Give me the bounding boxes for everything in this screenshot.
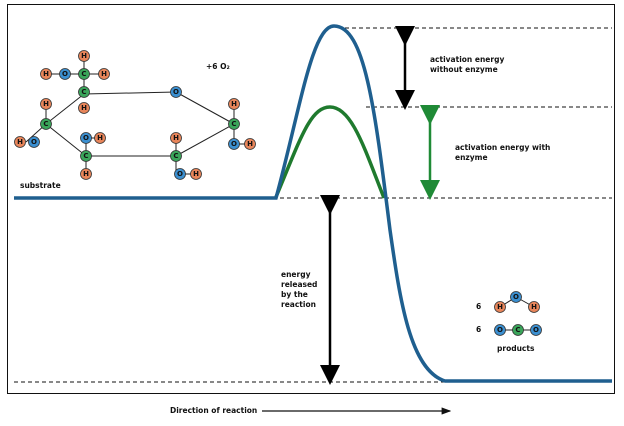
svg-text:H: H xyxy=(17,138,23,146)
svg-text:H: H xyxy=(43,100,49,108)
svg-text:O: O xyxy=(173,88,179,96)
co2-coefficient: 6 xyxy=(476,325,482,334)
svg-text:C: C xyxy=(231,120,236,128)
oxygen-term-label: +6 O₂ xyxy=(206,62,230,71)
direction-label: Direction of reaction xyxy=(170,406,258,415)
svg-text:H: H xyxy=(231,100,237,108)
svg-text:H: H xyxy=(193,170,199,178)
uncatalyzed-curve xyxy=(14,24,612,383)
atom-c xyxy=(170,150,182,162)
svg-text:H: H xyxy=(173,134,179,142)
atom-h xyxy=(244,138,256,150)
atom-o xyxy=(80,132,92,144)
svg-text:C: C xyxy=(173,152,178,160)
atom-c xyxy=(78,68,90,80)
atom-h xyxy=(494,301,506,313)
svg-text:H: H xyxy=(101,70,107,78)
atom-h xyxy=(40,68,52,80)
atom-h xyxy=(190,168,202,180)
svg-text:C: C xyxy=(81,88,86,96)
svg-text:O: O xyxy=(62,70,68,78)
atom-c xyxy=(512,324,524,336)
svg-text:O: O xyxy=(231,140,237,148)
atom-h xyxy=(228,98,240,110)
activation-with-label: activation energy with enzyme xyxy=(455,143,551,162)
atom-o xyxy=(228,138,240,150)
atom-o xyxy=(494,324,506,336)
atom-h xyxy=(98,68,110,80)
svg-text:O: O xyxy=(177,170,183,178)
substrate-label: substrate xyxy=(20,181,61,190)
energy-released-label: energy released by the reaction xyxy=(281,270,318,309)
svg-text:C: C xyxy=(515,326,520,334)
svg-text:O: O xyxy=(31,138,37,146)
svg-text:O: O xyxy=(497,326,503,334)
substrate-atoms: H O H C H C H O H C O H O H C H H C xyxy=(14,50,256,180)
atom-c xyxy=(80,150,92,162)
svg-text:H: H xyxy=(97,134,103,142)
atom-o xyxy=(59,68,71,80)
atom-o xyxy=(530,324,542,336)
atom-o xyxy=(28,136,40,148)
activation-without-label: activation energy without enzyme xyxy=(430,55,505,74)
diagram-frame xyxy=(7,4,615,394)
atom-c xyxy=(228,118,240,130)
atom-h xyxy=(80,168,92,180)
atom-h xyxy=(170,132,182,144)
atom-c xyxy=(40,118,52,130)
atom-h xyxy=(40,98,52,110)
svg-text:O: O xyxy=(83,134,89,142)
catalyzed-curve xyxy=(274,105,386,199)
atom-o xyxy=(510,291,522,303)
svg-text:O: O xyxy=(533,326,539,334)
atom-h xyxy=(14,136,26,148)
svg-text:C: C xyxy=(81,70,86,78)
svg-text:H: H xyxy=(531,303,537,311)
svg-text:H: H xyxy=(43,70,49,78)
atom-o xyxy=(170,86,182,98)
atom-h xyxy=(528,301,540,313)
water-coefficient: 6 xyxy=(476,302,482,311)
svg-text:H: H xyxy=(81,104,87,112)
atom-h xyxy=(94,132,106,144)
products-label: products xyxy=(497,344,535,353)
svg-text:H: H xyxy=(247,140,253,148)
atom-c xyxy=(78,86,90,98)
svg-text:H: H xyxy=(83,170,89,178)
atom-o xyxy=(174,168,186,180)
svg-text:H: H xyxy=(81,52,87,60)
svg-text:H: H xyxy=(497,303,503,311)
svg-text:O: O xyxy=(513,293,519,301)
svg-text:C: C xyxy=(83,152,88,160)
atom-h xyxy=(78,50,90,62)
atom-h xyxy=(78,102,90,114)
svg-text:C: C xyxy=(43,120,48,128)
